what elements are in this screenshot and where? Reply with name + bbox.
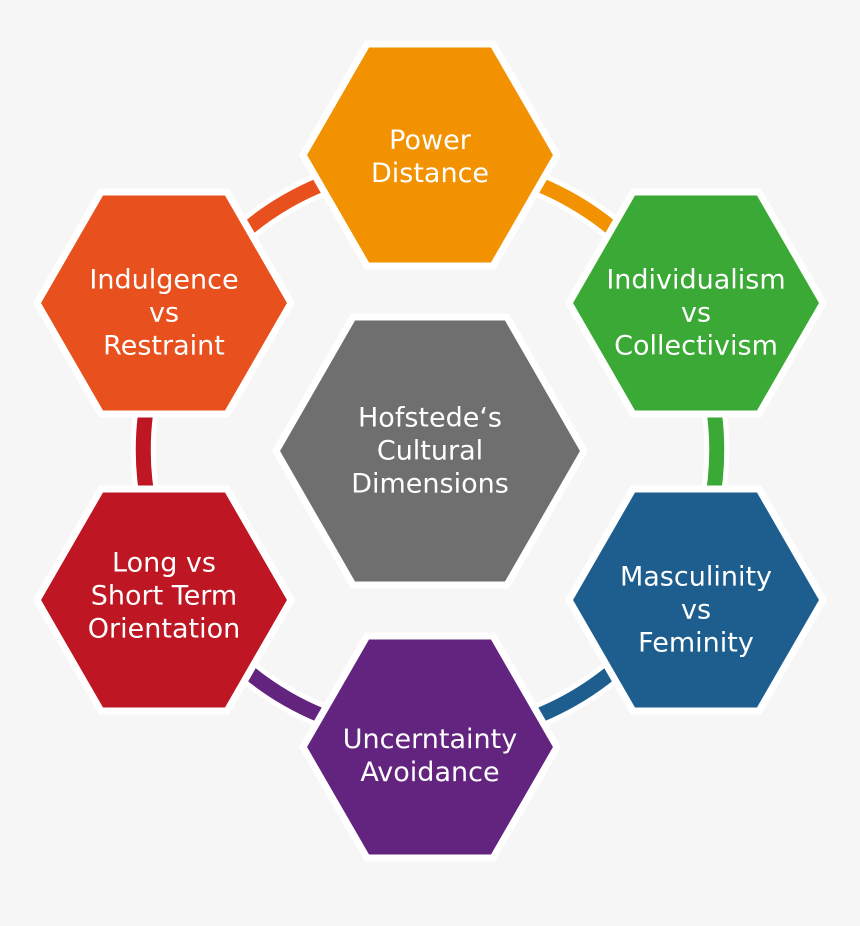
power-distance-label: Power Distance xyxy=(300,124,560,190)
hexagon-uncertainty xyxy=(298,632,562,862)
indulgence-label: Indulgence vs Restraint xyxy=(34,264,294,363)
label-line: Restraint xyxy=(103,330,225,362)
uncertainty-label: Uncerntainty Avoidance xyxy=(300,723,560,789)
label-line: vs xyxy=(148,297,180,329)
label-line: Power xyxy=(389,125,471,156)
individualism-label: Individualism vs Collectivism xyxy=(566,264,826,363)
label-line: Long vs xyxy=(112,547,216,579)
label-line: Individualism xyxy=(606,264,786,296)
hexagon-power-distance xyxy=(298,40,562,270)
hexagon-long-term xyxy=(32,485,296,715)
label-line: Distance xyxy=(370,158,490,189)
label-line: Hofstede‘s xyxy=(358,402,502,434)
label-line: Masculinity xyxy=(619,561,773,593)
label-line: vs xyxy=(680,297,712,329)
hexagon-individualism xyxy=(564,188,828,418)
label-line: Dimensions xyxy=(351,468,509,500)
center-label: Hofstede‘s Cultural Dimensions xyxy=(300,402,560,501)
hexagon-indulgence xyxy=(32,188,296,418)
hexagon-masculinity xyxy=(564,485,828,715)
label-line: vs xyxy=(680,594,712,626)
label-line: Orientation xyxy=(87,613,241,645)
label-line: Uncerntainty xyxy=(342,724,518,755)
label-line: Short Term xyxy=(90,580,238,612)
label-line: Feminity xyxy=(638,627,754,659)
label-line: Collectivism xyxy=(614,330,778,362)
label-line: Avoidance xyxy=(360,757,500,788)
hexagon-center xyxy=(271,313,589,589)
long-term-label: Long vs Short Term Orientation xyxy=(34,547,294,646)
masculinity-label: Masculinity vs Feminity xyxy=(566,561,826,660)
label-line: Cultural xyxy=(376,435,484,467)
label-line: Indulgence xyxy=(89,264,239,296)
